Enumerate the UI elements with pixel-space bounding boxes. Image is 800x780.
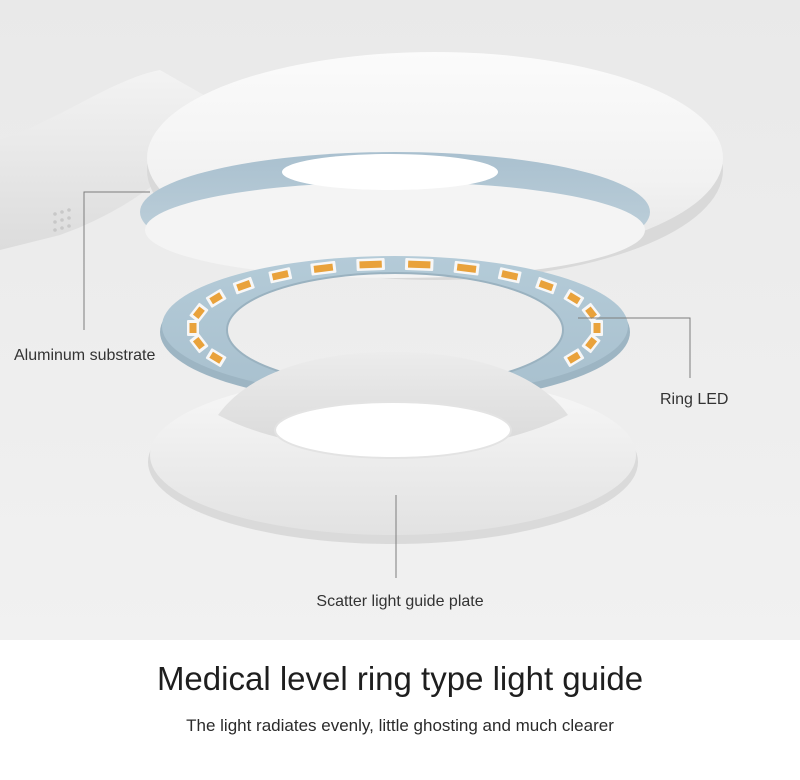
label-ring-led: Ring LED [660, 391, 729, 408]
scatter-light-guide-plate [148, 352, 638, 544]
footer-subtitle: The light radiates evenly, little ghosti… [186, 716, 614, 735]
lamp-center-hole [282, 154, 498, 190]
lamp-shell [140, 52, 723, 280]
ring-led-board [160, 256, 630, 404]
footer-title: Medical level ring type light guide [156, 660, 644, 697]
led-chip [310, 260, 337, 276]
led-chip [232, 276, 255, 295]
footer-caption: Medical level ring type light guide The … [0, 640, 800, 780]
led-chip [404, 257, 434, 271]
led-chip [591, 320, 603, 336]
label-aluminum-substrate: Aluminum substrate [14, 347, 156, 364]
label-scatter-light-guide-plate: Scatter light guide plate [316, 593, 484, 610]
led-chip [453, 260, 480, 276]
led-chip [189, 333, 209, 354]
led-chip [356, 258, 385, 272]
led-chip [187, 320, 199, 336]
led-chip [563, 288, 585, 308]
exploded-lamp-illustration [0, 0, 800, 640]
led-chips [187, 257, 603, 368]
led-chip [535, 276, 558, 295]
leader-line-substrate [83, 191, 150, 330]
leader-lines [83, 191, 691, 578]
led-chip [189, 302, 209, 323]
led-chip [581, 333, 601, 354]
vent-dots [53, 208, 71, 232]
led-chip [205, 348, 227, 368]
led-chip [205, 288, 227, 308]
leader-line-ring-led [578, 317, 691, 378]
led-chip [563, 348, 585, 368]
led-chip [497, 267, 522, 284]
led-chip [268, 267, 293, 284]
